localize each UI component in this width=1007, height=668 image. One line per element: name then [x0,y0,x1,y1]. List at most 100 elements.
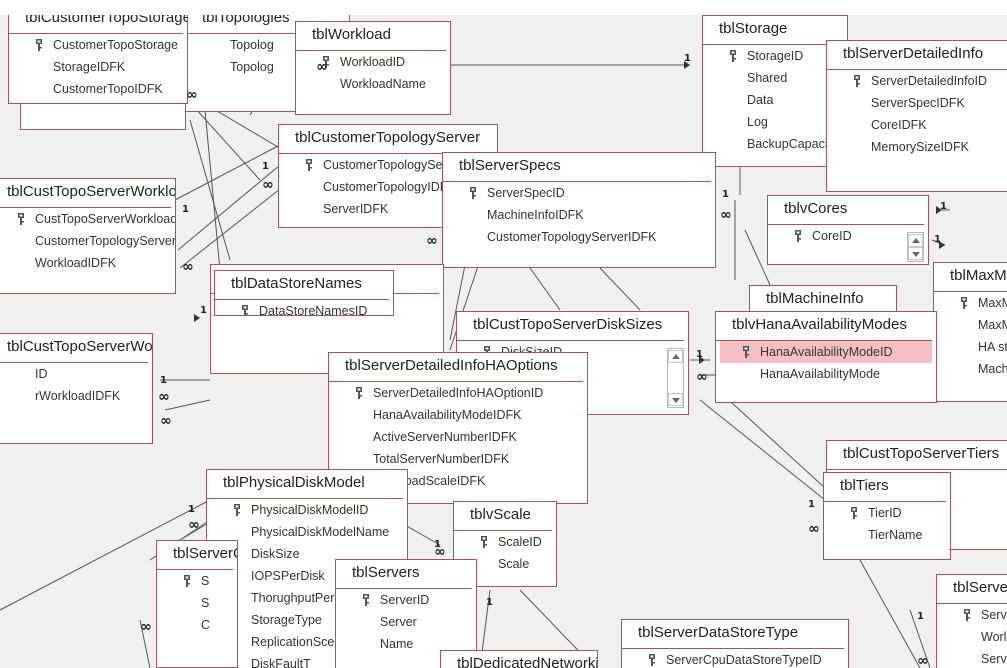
table-tbldatastorenames[interactable]: tblDataStoreNamesDataStoreNamesIDCustome… [214,270,394,316]
field-row[interactable]: CoreIDFK [827,114,1007,136]
field-row[interactable]: ActiveServerNumberIDFK [329,426,587,448]
field-row[interactable]: Serv [937,604,1007,626]
field-row[interactable]: ServerDetailedInfoID [827,70,1007,92]
table-title[interactable]: tblServerDetailedInfo [827,41,1007,70]
table-title[interactable]: tblMaxM [934,263,1007,292]
field-scrollbar[interactable] [667,348,684,408]
field-row[interactable]: ServerCpuDataStoreTypeID [622,649,848,668]
table-title[interactable]: tblServerDetailedInfoHAOptions [329,353,583,382]
field-row[interactable]: ServerDetailedInfoHAOptionID [329,382,587,404]
field-row[interactable]: Serv [937,648,1007,668]
table-title[interactable]: tblTopologies [186,15,345,34]
field-row[interactable]: HanaAvailabilityModeIDFK [329,404,587,426]
field-row[interactable]: TierName [824,524,950,546]
field-row[interactable]: CustomerTopologyIDFK [279,176,497,198]
field-row[interactable]: Topolog [186,34,349,56]
relationship-line[interactable] [164,399,211,411]
field-row[interactable]: StorageID [703,45,847,67]
field-row[interactable]: CoreID [768,225,928,247]
field-row[interactable]: Worl [937,626,1007,648]
field-row[interactable]: HA st [934,336,1007,358]
table-title[interactable]: tblServerSpecs [443,153,711,182]
field-row[interactable]: Topolog [186,56,349,78]
field-row[interactable]: TierID [824,502,950,524]
table-tblcusttoposerverworkloadb[interactable]: tblCustTopoServerWorkloadBIDrWorkloadIDF… [0,333,153,444]
field-row[interactable]: CustomerTopoIDFK [9,78,187,100]
field-row[interactable]: Shared [703,67,847,89]
field-row[interactable]: ServerSpecID [443,182,715,204]
relationship-line[interactable] [529,267,561,311]
table-title[interactable]: tblDataStoreNames [215,271,389,300]
field-row[interactable]: StorageIDFK [9,56,187,78]
field-row[interactable]: Scale [454,553,556,575]
table-title[interactable]: tblTiers [824,473,946,502]
field-row[interactable]: Name [336,633,476,655]
table-title[interactable]: tblServerRight [937,575,1007,604]
field-row[interactable]: MemorySizeIDFK [827,136,1007,158]
table-title[interactable]: tblCustomerTopoStorage [9,15,187,34]
table-title[interactable]: tblvScale [454,502,552,531]
field-row[interactable]: Mach [934,358,1007,380]
field-row[interactable]: CustomerTopologyServerIDFK [0,230,175,252]
field-row[interactable]: C [157,614,237,636]
field-row[interactable]: ID [0,363,152,385]
field-row[interactable]: PhysicalDiskModelID [207,499,407,521]
field-row[interactable]: ScaleID [454,531,556,553]
relationship-line[interactable] [599,267,641,311]
field-row[interactable]: WorkloadIDFK [0,252,175,274]
relationship-line[interactable] [449,259,481,351]
field-row[interactable]: WorkloadName [296,73,450,95]
table-title[interactable]: tblDedicatedNetworking [441,651,597,668]
field-row[interactable]: ServerIDFK [279,198,497,220]
field-row[interactable]: Data [703,89,847,111]
table-title[interactable]: tblCustTopoServerWorkload [0,179,175,208]
field-row[interactable]: StorageType [207,609,407,631]
relationship-line[interactable] [204,109,221,271]
field-row[interactable]: HanaAvailabilityMode [716,363,936,385]
relationship-line[interactable] [194,107,261,181]
field-row[interactable]: CustomerTopoStorage [9,34,187,56]
field-row[interactable]: HanaAvailabilityModeID [720,341,932,363]
field-row[interactable]: MaxM [934,292,1007,314]
relationship-line[interactable] [699,399,826,501]
field-row[interactable]: Log [703,111,847,133]
field-row[interactable]: DataStoreNamesID [215,300,393,315]
field-row[interactable]: ThorughputPer [207,587,407,609]
relationship-line[interactable] [744,229,771,286]
relationship-line[interactable] [179,184,286,269]
relationship-line[interactable] [189,119,231,261]
relationship-line[interactable] [859,559,921,668]
table-title[interactable]: tblCustTopoServerTiers [827,441,1007,470]
field-row[interactable]: IOPSPerDisk [207,565,407,587]
table-title[interactable]: tblServerConfig [157,541,237,570]
field-scrollbar[interactable] [907,232,924,262]
field-row[interactable]: S [157,592,237,614]
table-tblserverright[interactable]: tblServerRightServWorlServ [936,574,1007,668]
field-row[interactable]: MaxM [934,314,1007,336]
table-title[interactable]: tblCustTopoServerWorkloadB [0,334,152,363]
scroll-up-arrow-icon[interactable] [668,350,683,363]
field-row[interactable]: S [157,570,237,592]
field-row[interactable]: PhysicalDiskModelName [207,521,407,543]
table-title[interactable]: tblMachineInfo [750,286,892,314]
table-title[interactable]: tblCustTopoServerDiskSizes [457,312,684,341]
table-title[interactable]: tblServers [336,560,472,589]
relationship-line[interactable] [909,609,931,668]
field-row[interactable]: ServerID [336,589,476,611]
field-row[interactable]: DiskFaultT [207,653,407,668]
scroll-up-arrow-icon[interactable] [908,234,923,247]
field-row[interactable]: BackupCapacity [703,133,847,155]
table-title[interactable]: tblvHanaAvailabilityModes [716,312,932,341]
table-title[interactable]: tblStorage [703,16,843,45]
field-row[interactable]: ReplicationScen [207,631,407,653]
table-title[interactable]: tblCustomerTopologyServer [279,125,493,154]
